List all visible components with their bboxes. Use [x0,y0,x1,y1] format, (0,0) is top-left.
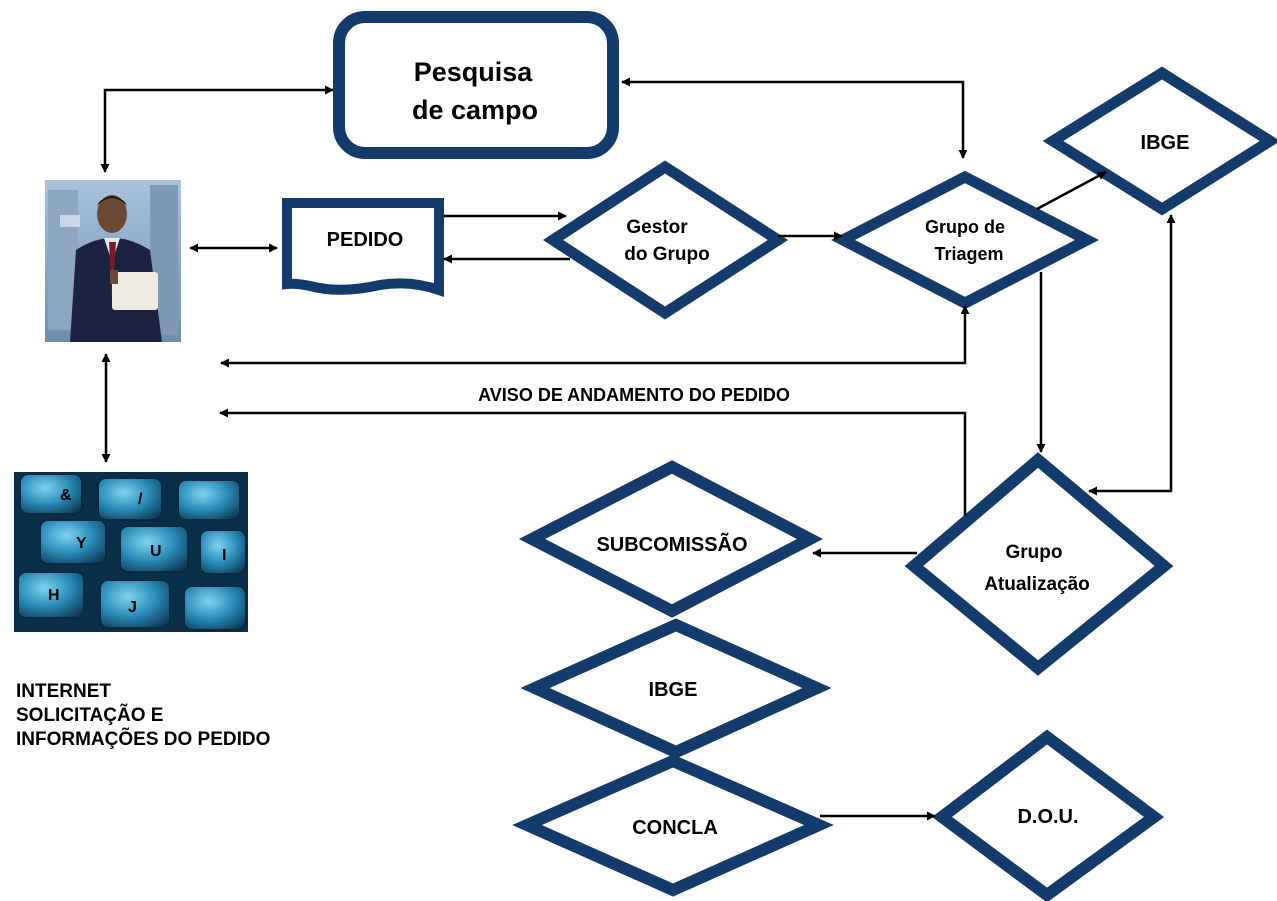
triagem-label-1: Grupo de [925,217,1005,237]
triagem-label-2: Triagem [934,244,1003,264]
ibge-top-node: IBGE [1042,66,1277,216]
pesquisa-label-2: de campo [412,95,538,125]
pesquisa-node: Pesquisa de campo [333,11,619,159]
svg-text:/: / [138,491,143,508]
dou-label: D.O.U. [1017,806,1078,828]
concla-label: CONCLA [632,817,718,839]
arrow-ibge-atualizacao [1088,214,1176,496]
pedido-node: PEDIDO [282,198,444,298]
gestor-label-1: Gestor [626,217,688,238]
pedido-label: PEDIDO [327,229,404,251]
aviso-label: AVISO DE ANDAMENTO DO PEDIDO [478,385,790,405]
atualizacao-label-1: Grupo [1006,542,1063,563]
internet-line-1: INTERNET [16,681,111,702]
ibge-top-label: IBGE [1141,132,1190,154]
gestor-label-2: do Grupo [624,244,709,265]
ibge-bottom-node: IBGE [520,618,832,759]
internet-line-2: SOLICITAÇÃO E [16,705,164,726]
svg-text:H: H [48,587,60,604]
arrow-pesquisa-triagem [621,77,968,159]
gestor-node: Gestor do Grupo [542,160,789,320]
pesquisa-label-1: Pesquisa [414,57,534,87]
atualizacao-label-2: Atualização [984,574,1090,595]
arrow-person-pesquisa [100,85,334,173]
internet-text-block: INTERNET SOLICITAÇÃO E INFORMAÇÕES DO PE… [16,680,436,752]
svg-text:U: U [150,543,162,560]
triagem-node: Grupo de Triagem [831,170,1099,310]
atualizacao-node: Grupo Atualização [904,452,1174,676]
internet-line-3: INFORMAÇÕES DO PEDIDO [16,729,271,750]
dou-node: D.O.U. [932,729,1165,901]
svg-text:&: & [60,487,72,504]
subcomissao-label: SUBCOMISSÃO [596,533,747,556]
connectors [100,77,1176,821]
arrow-triagem-person-upper [220,305,970,368]
subcomissao-node: SUBCOMISSÃO [518,460,823,618]
keyboard-photo: & / Y U I H J [14,472,248,632]
svg-text:J: J [128,599,137,616]
businessman-photo [45,180,181,342]
svg-text:I: I [222,547,226,564]
ibge-bottom-label: IBGE [649,679,698,701]
svg-text:Y: Y [76,535,87,552]
arrow-triagem-ibge [1036,170,1107,211]
arrow-atualizacao-person-lower [219,408,967,516]
concla-node: CONCLA [512,754,834,897]
